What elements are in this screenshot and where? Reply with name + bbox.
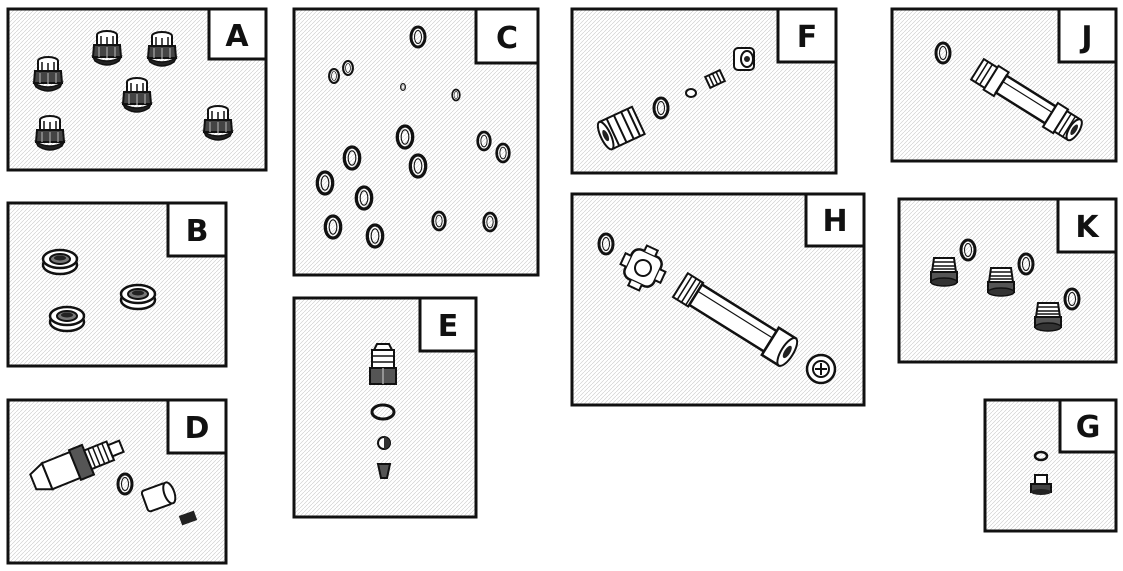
panel-a: A — [6, 7, 268, 172]
panel-b-label: B — [186, 214, 209, 249]
bolt-icon — [1030, 474, 1052, 495]
panel-c: C — [292, 7, 540, 277]
panel-d-label: D — [185, 411, 210, 446]
nozzle-fitting-icon — [369, 343, 397, 385]
panel-f: F — [570, 7, 838, 175]
panel-k: K — [897, 197, 1118, 364]
spring-icon — [178, 510, 198, 526]
panel-c-label: C — [496, 21, 518, 56]
panel-h-label: J — [1079, 20, 1092, 55]
sight-tube-icon — [671, 271, 799, 368]
panel-g: G — [983, 398, 1118, 533]
ball-icon — [377, 436, 391, 450]
panel-e-label: E — [438, 309, 459, 344]
panel-f-label: F — [797, 20, 818, 55]
panel-k-label: K — [1075, 210, 1100, 245]
panel-b: B — [6, 201, 228, 368]
o-ring-icon — [1033, 450, 1049, 462]
retainer-icon — [733, 47, 755, 71]
spring-icon — [376, 463, 392, 479]
knurled-nut-icon — [619, 244, 667, 292]
spool-icon — [140, 481, 177, 513]
panel-g-label: G — [1076, 410, 1101, 445]
panel-h: J — [890, 7, 1118, 163]
panel-e: E — [292, 296, 478, 519]
end-cap-icon — [805, 353, 837, 385]
ball-icon — [685, 88, 697, 98]
panel-d: D — [6, 398, 228, 565]
panel-a-label: A — [225, 19, 249, 54]
pipe-nipple-icon — [969, 57, 1083, 142]
o-ring-icon — [370, 403, 396, 421]
panel-j: H — [570, 192, 866, 407]
panel-j-label: H — [822, 204, 847, 239]
threaded-nut-icon — [596, 105, 646, 151]
unloader-valve-icon — [29, 439, 125, 491]
spring-icon — [703, 68, 727, 90]
